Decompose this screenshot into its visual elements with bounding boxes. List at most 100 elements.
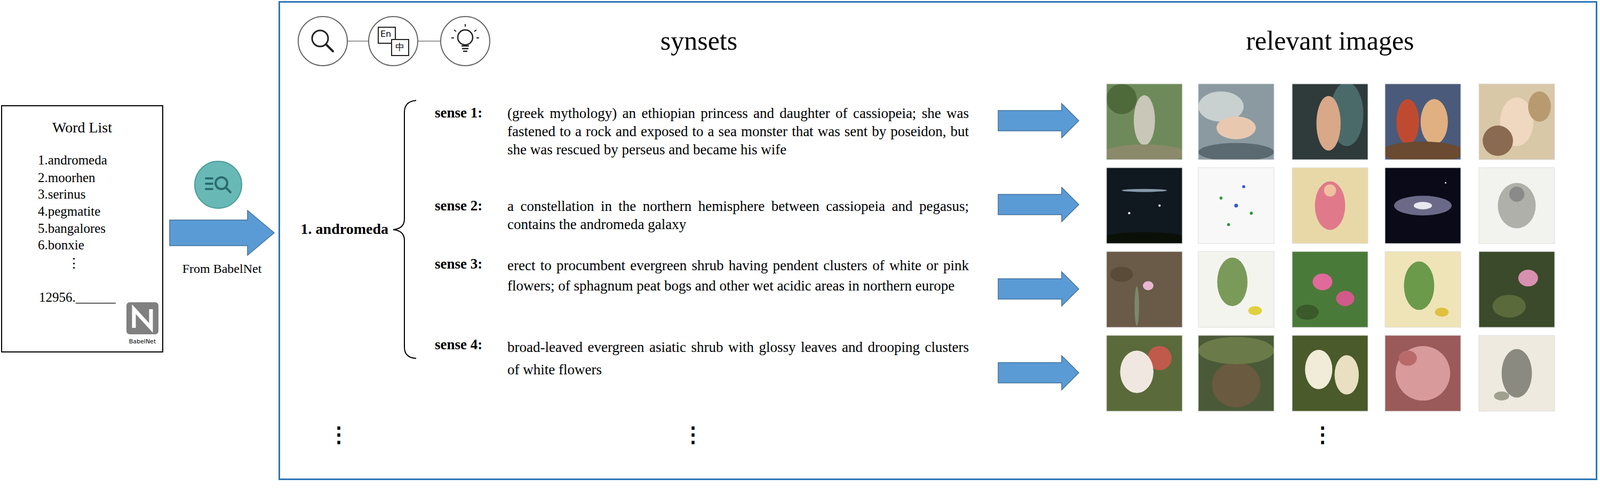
sense-definition: (greek mythology) an ethiopian princess … xyxy=(507,104,969,159)
image-frame xyxy=(1106,83,1183,160)
ellipsis: ⋮ xyxy=(62,255,85,272)
image-frame xyxy=(1198,167,1275,244)
image-shape xyxy=(1498,182,1536,228)
image-thumbnail xyxy=(1384,251,1461,328)
image-shape xyxy=(1304,349,1333,389)
image-shape xyxy=(1198,142,1275,160)
list-item: 3.serinus xyxy=(37,186,156,203)
image-shape xyxy=(1444,181,1447,184)
image-thumbnail xyxy=(1478,83,1555,160)
image-shape xyxy=(1106,144,1183,160)
image-shape xyxy=(1250,211,1254,215)
image-ground xyxy=(1106,335,1183,411)
column-heading: synsets xyxy=(586,24,811,57)
image-frame xyxy=(1198,251,1275,328)
image-shape xyxy=(1198,336,1275,364)
image-shape xyxy=(1404,260,1435,310)
image-ground xyxy=(1292,335,1368,411)
image-ground xyxy=(1478,167,1555,244)
image-thumbnail xyxy=(1106,335,1183,411)
image-shape xyxy=(1248,305,1263,315)
image-frame xyxy=(1106,167,1183,244)
image-frame xyxy=(1292,251,1368,328)
image-thumbnail xyxy=(1198,83,1275,160)
logo-caption: BabelNet xyxy=(123,337,162,345)
image-ground xyxy=(1198,167,1275,244)
image-shape xyxy=(1527,91,1551,122)
image-frame xyxy=(1198,335,1275,411)
image-shape xyxy=(1396,98,1420,145)
image-shape xyxy=(1217,257,1248,306)
image-shape xyxy=(1212,361,1261,408)
sense-definition: erect to procumbent evergreen shrub havi… xyxy=(507,255,969,296)
image-shape xyxy=(1316,96,1341,151)
image-shape xyxy=(1509,186,1525,202)
image-ground xyxy=(1384,335,1461,411)
image-shape xyxy=(1242,185,1246,189)
image-shape xyxy=(1234,203,1238,208)
image-frame xyxy=(1384,167,1461,244)
image-shape xyxy=(1384,141,1461,160)
image-thumbnail xyxy=(1384,167,1461,244)
image-shape xyxy=(1312,273,1333,290)
image-shape xyxy=(1121,188,1167,193)
image-frame xyxy=(1384,83,1461,160)
image-shape xyxy=(1334,354,1359,395)
image-shape xyxy=(1142,280,1154,290)
image-shape xyxy=(1219,196,1223,200)
image-thumbnail xyxy=(1106,83,1183,160)
image-ground xyxy=(1198,251,1275,328)
sense-definition: a constellation in the northern hemisphe… xyxy=(507,196,969,234)
brace xyxy=(393,100,417,358)
ellipsis: ⋮ xyxy=(679,421,707,448)
image-thumbnail xyxy=(1198,335,1275,411)
image-frame xyxy=(1106,251,1183,328)
image-shape xyxy=(1324,184,1337,197)
image-shape xyxy=(1335,290,1355,306)
image-ground xyxy=(1106,251,1183,328)
image-shape xyxy=(1501,348,1533,398)
sense-label: sense 2: xyxy=(434,196,505,214)
image-thumbnail xyxy=(1198,251,1275,328)
image-ground xyxy=(1292,251,1368,328)
ellipsis: ⋮ xyxy=(325,421,353,448)
ellipsis: ⋮ xyxy=(1309,421,1336,448)
image-frame xyxy=(1292,335,1368,411)
icon-text: En xyxy=(380,28,395,39)
image-ground xyxy=(1384,251,1461,328)
image-shape xyxy=(1133,94,1156,146)
image-ground xyxy=(1292,167,1368,244)
block-arrow xyxy=(169,210,275,256)
image-frame xyxy=(1292,83,1368,160)
babelnet-logo xyxy=(126,301,159,334)
sense-definition: broad-leaved evergreen asiatic shrub wit… xyxy=(507,335,969,381)
image-shape xyxy=(1395,345,1451,401)
image-frame xyxy=(1384,335,1461,411)
list-title: Word List xyxy=(7,118,157,137)
sense-label: sense 4: xyxy=(434,335,505,353)
image-ground xyxy=(1478,251,1555,328)
image-shape xyxy=(1295,304,1319,320)
image-thumbnail xyxy=(1292,83,1368,160)
column-heading: relevant images xyxy=(1164,24,1496,57)
image-thumbnail xyxy=(1106,167,1183,244)
image-shape xyxy=(1106,83,1137,115)
word-list-box: Word List1.andromeda2.moorhen3.serinus4.… xyxy=(1,105,164,353)
image-grid xyxy=(1099,82,1555,411)
image-frame xyxy=(1478,251,1555,328)
image-shape xyxy=(1110,266,1134,282)
search-icon xyxy=(194,161,242,209)
list-item: 6.bonxie xyxy=(37,236,156,253)
edge-label: From BabelNet xyxy=(168,260,276,277)
image-thumbnail xyxy=(1478,335,1555,411)
image-frame xyxy=(1106,335,1183,411)
image-shape xyxy=(1315,181,1346,230)
image-shape xyxy=(1493,391,1509,401)
image-shape xyxy=(1216,116,1256,140)
image-thumbnail xyxy=(1384,83,1461,160)
image-thumbnail xyxy=(1106,251,1183,328)
image-thumbnail xyxy=(1292,251,1368,328)
icon-text: 中 xyxy=(395,41,407,53)
image-thumbnail xyxy=(1292,167,1368,244)
image-ground xyxy=(1478,335,1555,411)
